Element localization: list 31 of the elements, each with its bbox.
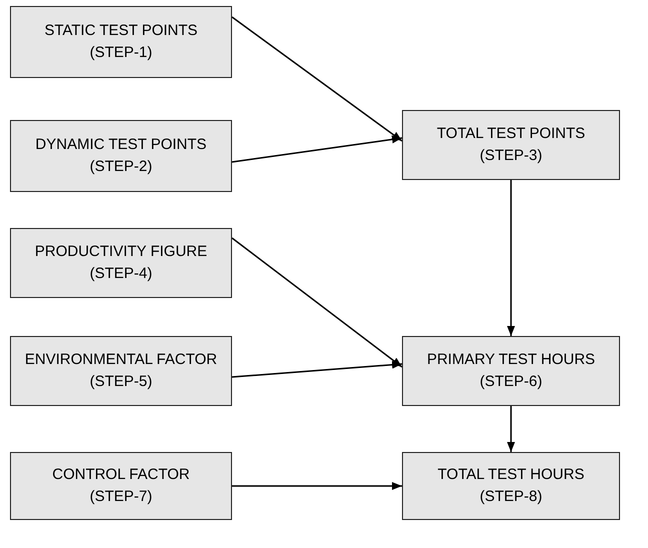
step-number: (STEP-3): [480, 146, 542, 166]
step-title: ENVIRONMENTAL FACTOR: [24, 350, 218, 370]
arrow: [232, 360, 402, 378]
process-box: [10, 228, 232, 298]
step-number: (STEP-1): [90, 43, 152, 63]
step-number: (STEP-6): [480, 372, 542, 392]
step-number: (STEP-5): [90, 372, 152, 392]
step-title: TOTAL TEST HOURS: [438, 465, 584, 485]
process-box: [10, 336, 232, 406]
process-box: [402, 452, 620, 520]
arrow: [232, 135, 402, 163]
step-number: (STEP-2): [90, 157, 152, 177]
arrow: [232, 237, 402, 368]
process-box: [402, 336, 620, 406]
arrow: [507, 406, 515, 452]
step-title: CONTROL FACTOR: [52, 465, 190, 485]
step-number: (STEP-4): [90, 264, 152, 284]
process-box: [402, 110, 620, 180]
step-title: TOTAL TEST POINTS: [436, 124, 586, 144]
arrow: [232, 16, 402, 142]
process-box: [10, 452, 232, 520]
step-title: PRODUCTIVITY FIGURE: [34, 242, 208, 262]
step-title: PRIMARY TEST HOURS: [426, 350, 596, 370]
step-title: STATIC TEST POINTS: [44, 21, 198, 41]
process-box: [10, 120, 232, 192]
arrow: [507, 180, 515, 336]
step-number: (STEP-7): [90, 487, 152, 507]
step-title: DYNAMIC TEST POINTS: [35, 135, 207, 155]
arrow: [232, 482, 402, 490]
process-box: [10, 6, 232, 78]
step-number: (STEP-8): [480, 487, 542, 507]
